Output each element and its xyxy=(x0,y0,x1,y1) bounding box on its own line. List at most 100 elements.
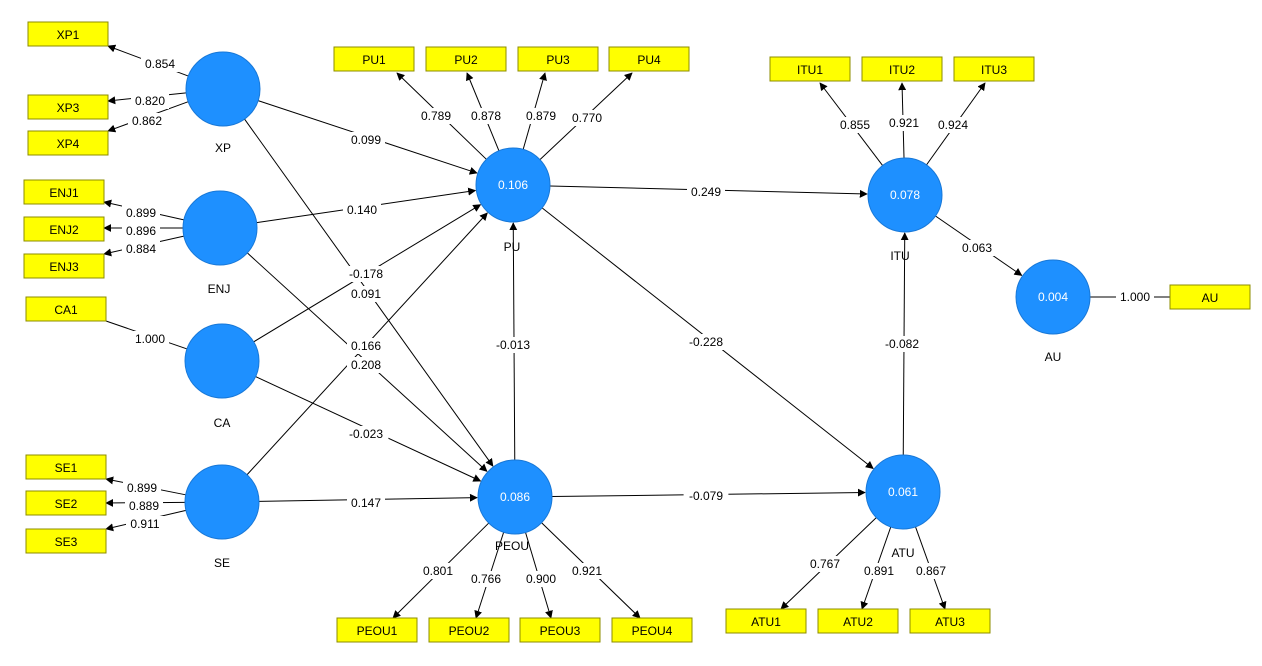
loading-label-peou3-peou-background xyxy=(522,571,560,587)
loading-label-au-au-background xyxy=(1116,289,1154,305)
indicator-itu1[interactable]: ITU1 xyxy=(769,56,851,82)
loading-label-au-au-group: 1.000 xyxy=(1116,289,1154,305)
path-coefficient-atu-to-itu-group: -0.082 xyxy=(879,336,925,352)
construct-circle-xp xyxy=(185,51,261,127)
construct-xp[interactable]: XP xyxy=(185,51,261,155)
construct-label-xp: XP xyxy=(215,141,231,155)
loading-label-pu2-pu-group: 0.878 xyxy=(467,108,505,124)
indicator-peou4[interactable]: PEOU4 xyxy=(611,617,693,643)
indicator-enj2[interactable]: ENJ2 xyxy=(23,216,105,242)
indicator-au-box[interactable]: AU xyxy=(1169,284,1251,310)
indicator-label-xp1: XP1 xyxy=(57,28,80,42)
indicator-enj3[interactable]: ENJ3 xyxy=(23,253,105,279)
indicator-label-se3: SE3 xyxy=(55,535,78,549)
path-coefficient-ca-to-pu-background xyxy=(347,286,385,302)
indicator-itu2[interactable]: ITU2 xyxy=(861,56,943,82)
indicator-enj1[interactable]: ENJ1 xyxy=(23,179,105,205)
path-coefficient-se-to-pu: 0.166 xyxy=(351,339,381,353)
indicator-pu4[interactable]: PU4 xyxy=(608,46,690,72)
indicator-label-se1: SE1 xyxy=(55,461,78,475)
loading-label-ca1-ca-background xyxy=(131,331,169,347)
path-coefficient-enj-to-peou: 0.208 xyxy=(351,358,381,372)
construct-label-itu: ITU xyxy=(890,249,909,263)
construct-enj[interactable]: ENJ xyxy=(182,190,258,296)
loading-label-peou4-peou: 0.921 xyxy=(572,564,602,578)
indicator-box-atu1 xyxy=(725,608,807,634)
loading-label-peou1-peou: 0.801 xyxy=(423,564,453,578)
loading-label-enj1-enj-group: 0.899 xyxy=(122,205,160,221)
indicator-label-peou4: PEOU4 xyxy=(632,624,673,638)
loading-label-itu3-itu-background xyxy=(934,117,972,133)
indicator-box-itu1 xyxy=(769,56,851,82)
loading-label-itu3-itu: 0.924 xyxy=(938,118,968,132)
loading-label-pu3-pu: 0.879 xyxy=(526,109,556,123)
indicator-atu1[interactable]: ATU1 xyxy=(725,608,807,634)
indicator-xp4[interactable]: XP4 xyxy=(27,130,109,156)
path-coefficient-peou-to-atu: -0.079 xyxy=(689,489,723,503)
indicator-box-pu2 xyxy=(425,46,507,72)
indicator-itu3[interactable]: ITU3 xyxy=(953,56,1035,82)
loading-label-xp4-xp-background xyxy=(128,113,166,129)
path-coefficient-se-to-pu-background xyxy=(347,338,385,354)
loading-label-se1-se-background xyxy=(123,480,161,496)
indicator-peou1[interactable]: PEOU1 xyxy=(336,617,418,643)
path-coefficient-pu-to-atu-background xyxy=(683,334,729,350)
indicator-se1[interactable]: SE1 xyxy=(25,454,107,480)
indicator-se3[interactable]: SE3 xyxy=(25,528,107,554)
indicator-box-xp3 xyxy=(27,94,109,120)
loading-label-xp3-xp-group: 0.820 xyxy=(131,93,169,109)
construct-r2-pu: 0.106 xyxy=(498,178,528,192)
indicator-peou3[interactable]: PEOU3 xyxy=(519,617,601,643)
indicator-label-enj1: ENJ1 xyxy=(49,186,79,200)
loading-label-pu4-pu: 0.770 xyxy=(572,111,602,125)
indicator-label-pu2: PU2 xyxy=(454,53,478,67)
indicator-box-pu1 xyxy=(333,46,415,72)
indicator-ca1[interactable]: CA1 xyxy=(25,296,107,322)
indicator-box-atu3 xyxy=(909,608,991,634)
indicator-label-peou3: PEOU3 xyxy=(540,624,581,638)
loading-label-se2-se: 0.889 xyxy=(129,499,159,513)
loading-label-enj3-enj: 0.884 xyxy=(126,242,156,256)
indicator-pu1[interactable]: PU1 xyxy=(333,46,415,72)
construct-ca[interactable]: CA xyxy=(184,323,260,430)
path-coefficient-pu-to-itu-group: 0.249 xyxy=(687,184,725,200)
path-coefficient-ca-to-pu: 0.091 xyxy=(351,287,381,301)
loading-label-ca1-ca: 1.000 xyxy=(135,332,165,346)
loading-label-peou4-peou-background xyxy=(568,563,606,579)
indicator-atu3[interactable]: ATU3 xyxy=(909,608,991,634)
indicator-label-itu1: ITU1 xyxy=(797,63,823,77)
indicator-label-se2: SE2 xyxy=(55,497,78,511)
loading-label-peou2-peou-background xyxy=(467,571,505,587)
loading-label-itu2-itu-background xyxy=(885,115,923,131)
indicator-atu2[interactable]: ATU2 xyxy=(817,608,899,634)
path-coefficient-itu-to-au-group: 0.063 xyxy=(958,240,996,256)
indicator-xp3[interactable]: XP3 xyxy=(27,94,109,120)
loading-label-se1-se-group: 0.899 xyxy=(123,480,161,496)
loading-label-xp1-xp-background xyxy=(141,56,179,72)
indicator-peou2[interactable]: PEOU2 xyxy=(428,617,510,643)
indicator-box-enj2 xyxy=(23,216,105,242)
construct-r2-atu: 0.061 xyxy=(888,485,918,499)
indicator-xp1[interactable]: XP1 xyxy=(27,21,109,47)
loading-label-pu1-pu-background xyxy=(417,108,455,124)
loading-label-enj2-enj: 0.896 xyxy=(126,224,156,238)
construct-se[interactable]: SE xyxy=(184,464,260,570)
path-coefficient-enj-to-pu-background xyxy=(343,202,381,218)
construct-r2-itu: 0.078 xyxy=(890,188,920,202)
indicator-pu3[interactable]: PU3 xyxy=(517,46,599,72)
construct-r2-peou: 0.086 xyxy=(500,490,530,504)
path-coefficient-pu-to-atu: -0.228 xyxy=(689,335,723,349)
path-coefficient-pu-to-itu-background xyxy=(687,184,725,200)
indicator-se2[interactable]: SE2 xyxy=(25,490,107,516)
indicator-pu2[interactable]: PU2 xyxy=(425,46,507,72)
indicator-box-peou3 xyxy=(519,617,601,643)
indicator-label-enj3: ENJ3 xyxy=(49,260,79,274)
path-coefficient-atu-to-itu: -0.082 xyxy=(885,337,919,351)
indicator-label-enj2: ENJ2 xyxy=(49,223,79,237)
